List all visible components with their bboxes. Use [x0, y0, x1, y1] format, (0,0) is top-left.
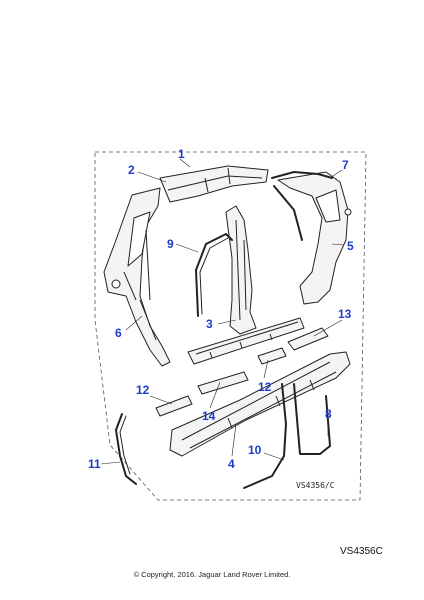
door-seal-8 — [293, 383, 331, 455]
front-pillar-lines — [123, 229, 157, 341]
leader-4 — [231, 423, 237, 457]
door-seal-11-inner — [119, 415, 131, 475]
callout-5: 5 — [347, 239, 354, 253]
callout-12b: 12 — [258, 380, 272, 394]
reinforcement-plate-12-upper — [257, 347, 287, 365]
callout-3: 3 — [206, 317, 213, 331]
door-seal-10 — [243, 383, 287, 489]
leader-5 — [331, 243, 345, 246]
roof-rail — [159, 165, 269, 203]
leader-10 — [263, 452, 285, 461]
callout-11: 11 — [88, 457, 101, 471]
callout-6: 6 — [115, 326, 122, 340]
callout-7: 7 — [342, 158, 349, 172]
reinforcement-plate-14 — [197, 371, 249, 395]
leader-12a — [149, 395, 173, 405]
rear-door-seal-7 — [271, 171, 333, 179]
callout-4: 4 — [228, 457, 235, 471]
front-pillar-window — [127, 211, 151, 267]
leader-7 — [329, 169, 343, 179]
leader-3 — [217, 319, 237, 325]
callout-8: 8 — [325, 407, 332, 421]
leader-9 — [175, 243, 199, 253]
b-pillar — [225, 205, 257, 335]
callout-14: 14 — [202, 409, 216, 423]
diagram-code: VS4356C — [340, 546, 383, 557]
front-pillar-hole — [111, 279, 121, 289]
rear-quarter-hole — [344, 208, 352, 216]
leader-12b — [263, 359, 269, 379]
rear-quarter-panel — [277, 171, 349, 305]
leader-13 — [313, 319, 343, 337]
rear-quarter-window — [315, 189, 341, 223]
door-seal-7-side — [273, 185, 303, 241]
outer-sill — [169, 351, 351, 457]
roof-rail-detail — [167, 167, 263, 193]
callout-2: 2 — [128, 163, 135, 177]
diagram-code-inner: VS4356/C — [296, 481, 335, 490]
b-pillar-ribs — [235, 219, 247, 321]
leader-6 — [125, 315, 143, 331]
leader-1 — [179, 158, 191, 168]
door-seal-9 — [195, 233, 233, 317]
callout-12a: 12 — [136, 383, 150, 397]
callout-9: 9 — [167, 237, 174, 251]
callout-10: 10 — [248, 443, 262, 457]
assembly-boundary — [94, 151, 367, 501]
door-seal-11 — [115, 413, 137, 485]
leader-14 — [209, 381, 221, 409]
front-pillar-panel — [103, 187, 171, 367]
callout-13: 13 — [338, 307, 352, 321]
callout-1: 1 — [178, 147, 185, 161]
outer-sill-detail — [181, 361, 337, 449]
leader-11 — [100, 461, 121, 465]
copyright-notice: © Copyright, 2016. Jaguar Land Rover Lim… — [133, 570, 291, 579]
inner-sill-detail — [195, 321, 299, 359]
leader-2 — [137, 171, 167, 183]
reinforcement-plate-12-lower — [155, 395, 193, 417]
door-seal-9-inner — [199, 237, 229, 315]
